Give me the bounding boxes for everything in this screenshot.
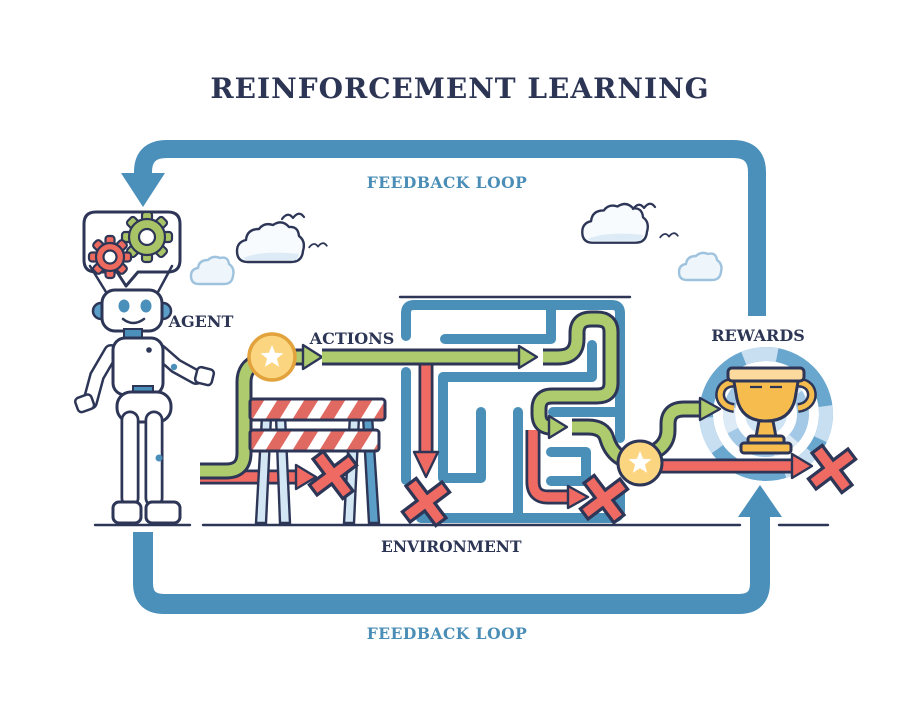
feedback-loop-top-label: FEEDBACK LOOP [366, 173, 528, 192]
rewards-label: REWARDS [711, 326, 805, 345]
star-badge-icon [616, 439, 664, 487]
gear-icon [120, 210, 174, 264]
x-mark-icon [318, 460, 347, 489]
roadblock-barrier-icon [248, 397, 387, 525]
environment-label: ENVIRONMENT [381, 537, 522, 556]
actions-label: ACTIONS [309, 329, 395, 348]
arrow-down-icon [121, 173, 165, 207]
speech-bubble-icon [82, 210, 182, 288]
arrow-up-icon [738, 485, 782, 517]
feedback-loop-top-arrow [121, 140, 766, 316]
star-badge-icon [247, 332, 297, 382]
failure-path [655, 452, 814, 480]
failure-path [412, 360, 590, 510]
x-mark-icon [817, 454, 846, 483]
x-mark-icon [589, 484, 618, 513]
trophy-icon [715, 366, 817, 455]
x-mark-icon [411, 487, 440, 516]
gear-icon [87, 234, 133, 280]
robot-agent-icon [73, 264, 216, 525]
cloud-icon [189, 202, 723, 286]
agent-label: AGENT [168, 312, 234, 331]
feedback-loop-bottom-label: FEEDBACK LOOP [366, 624, 528, 643]
feedback-loop-bottom-arrow [133, 485, 782, 614]
page-title: REINFORCEMENT LEARNING [210, 72, 710, 105]
success-path [652, 396, 722, 458]
